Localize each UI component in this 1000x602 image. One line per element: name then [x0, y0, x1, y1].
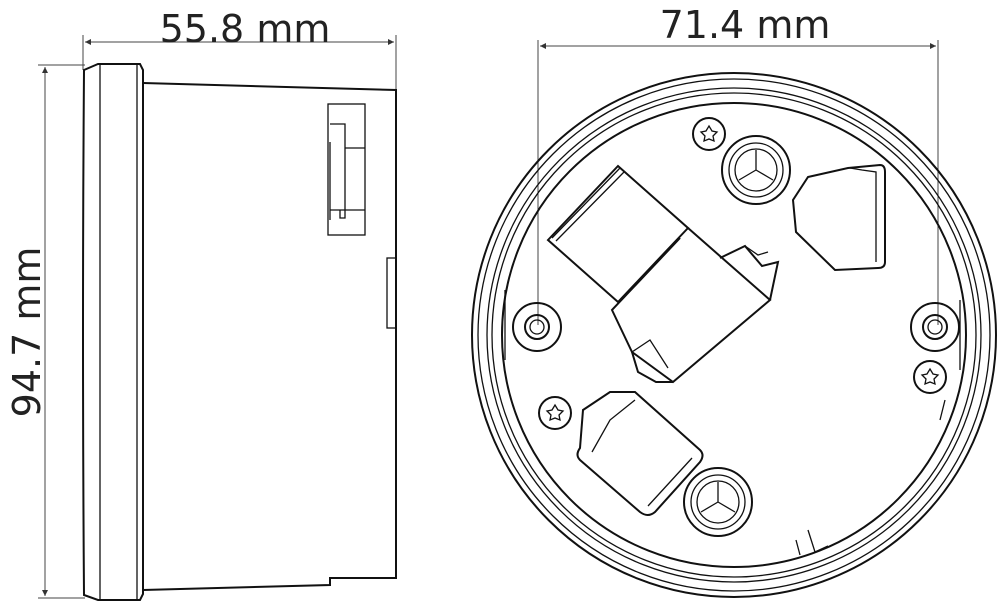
cable-entry-top	[721, 135, 791, 205]
side-latch	[386, 257, 397, 329]
mounting-hole-right	[910, 302, 960, 352]
screw-icon	[913, 360, 947, 394]
screw-icon	[692, 117, 726, 151]
terminal-opening-right	[791, 163, 886, 272]
housing-body	[142, 82, 397, 591]
bezel	[82, 63, 144, 601]
inner-rim	[501, 102, 967, 568]
screw-icon	[538, 396, 572, 430]
terminal-opening-left	[576, 391, 704, 516]
mounting-hole-left	[512, 302, 562, 352]
diameter-dimension-label: 71.4 mm	[660, 3, 831, 47]
connector-block	[546, 164, 780, 384]
side-view	[38, 35, 397, 601]
connector-clip	[327, 103, 366, 236]
base-view	[471, 40, 997, 598]
cable-entry-bottom	[683, 467, 753, 537]
depth-dimension-label: 55.8 mm	[160, 7, 331, 51]
height-dimension-label: 94.7 mm	[5, 247, 49, 418]
alignment-mark	[795, 529, 829, 556]
outer-rim	[471, 72, 997, 598]
